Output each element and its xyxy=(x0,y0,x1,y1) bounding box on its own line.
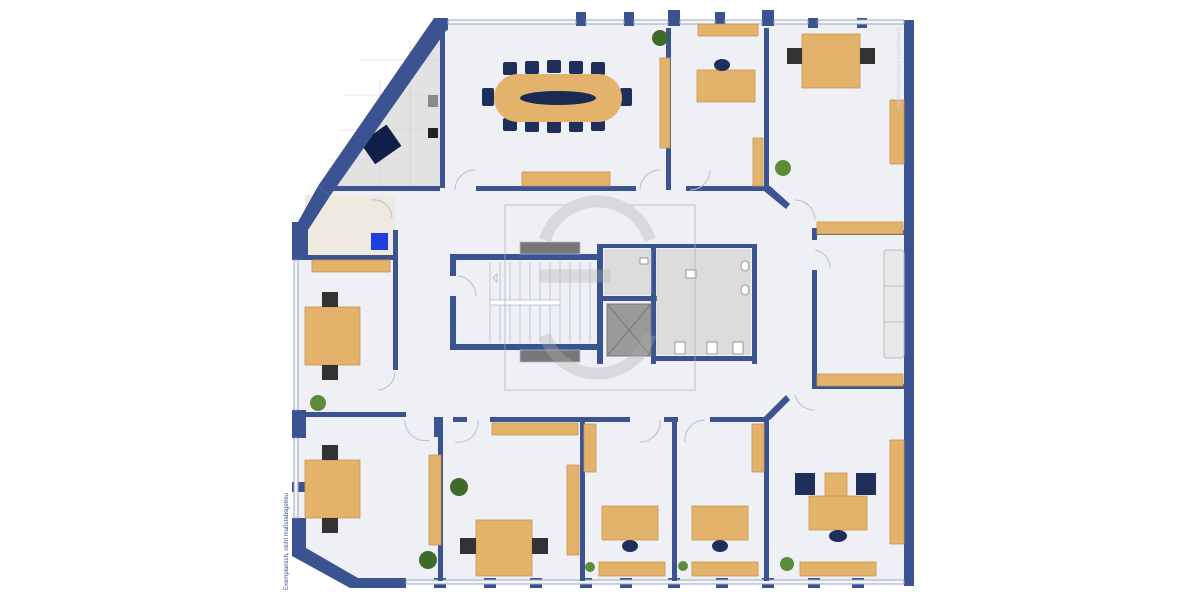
stove-icon xyxy=(428,128,438,138)
server-box-icon xyxy=(371,233,388,250)
desk xyxy=(691,505,749,541)
sideboard xyxy=(521,171,611,187)
sofa xyxy=(883,249,905,359)
double-desk xyxy=(475,519,533,577)
cabinet xyxy=(752,137,764,187)
lounge-chair xyxy=(856,473,876,495)
dining-table xyxy=(360,124,402,165)
side-table xyxy=(824,472,848,498)
office-chair xyxy=(714,59,730,71)
shelf xyxy=(598,561,666,577)
shelf xyxy=(816,221,904,235)
cabinet xyxy=(889,99,905,165)
office-chair xyxy=(460,538,476,554)
office-chair xyxy=(322,445,338,460)
shelf xyxy=(311,259,391,273)
office-chair xyxy=(622,540,638,552)
watermark-logo xyxy=(504,195,696,391)
cabinet xyxy=(659,57,671,149)
office-chair xyxy=(829,530,847,542)
restrooms xyxy=(604,249,751,355)
office-chair xyxy=(712,540,728,552)
double-desk xyxy=(304,459,361,519)
office-chair xyxy=(322,292,338,307)
cabinet xyxy=(751,423,765,473)
desk xyxy=(808,495,868,531)
shelf xyxy=(697,23,759,37)
double-desk xyxy=(801,33,861,89)
cabinet xyxy=(428,454,442,546)
shelf xyxy=(816,373,904,387)
desk xyxy=(696,69,756,103)
cabinet xyxy=(889,439,905,545)
doors xyxy=(371,169,831,443)
stairwell xyxy=(489,241,591,363)
lounge-chair xyxy=(795,473,815,495)
shelf xyxy=(691,561,759,577)
windows xyxy=(293,19,905,585)
office-chair xyxy=(322,518,338,533)
sink-icon xyxy=(428,95,438,107)
office-chair xyxy=(532,538,548,554)
office-chair xyxy=(787,48,802,64)
plants xyxy=(310,30,794,572)
disclaimer-text: Exemplarisch, nicht maßstabsgetreu xyxy=(284,492,290,590)
office-chair xyxy=(860,48,875,64)
conference-table xyxy=(482,60,632,133)
elevator xyxy=(606,303,652,357)
double-desk xyxy=(304,306,361,366)
cabinet xyxy=(583,423,597,473)
desk xyxy=(601,505,659,541)
shelf xyxy=(491,422,579,436)
shelf xyxy=(799,561,877,577)
office-chair xyxy=(322,365,338,380)
disclaimer-text-right: Exemplarisch, nicht maßstabsgetreu xyxy=(895,28,901,109)
cabinet xyxy=(566,464,580,556)
